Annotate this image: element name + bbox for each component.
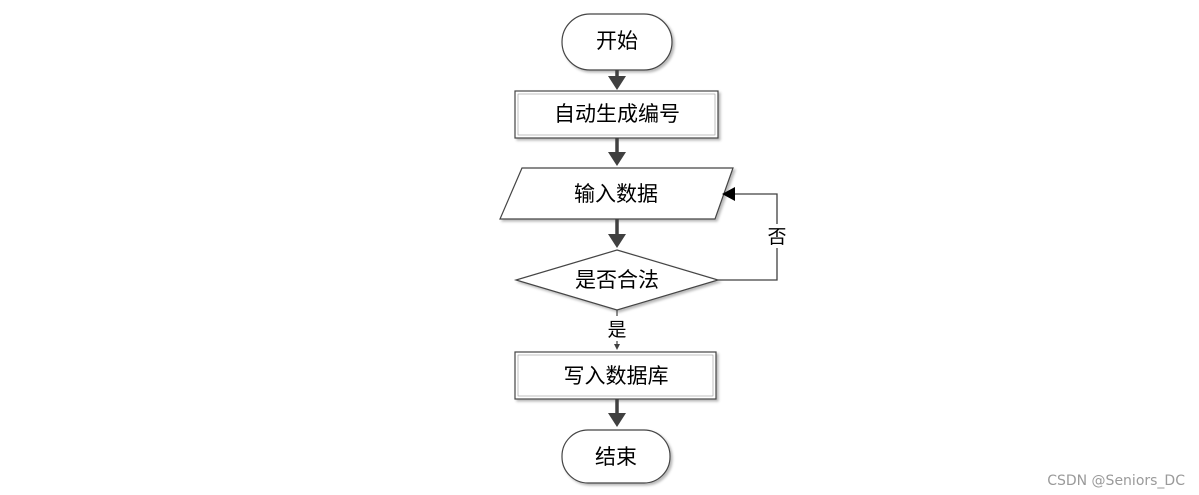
is-valid-node: 是否合法 (513, 249, 721, 311)
watermark: CSDN @Seniors_DC (1047, 473, 1185, 489)
auto-number-node: 自动生成编号 (514, 90, 719, 139)
arrow-no-branch: 否 (718, 187, 789, 281)
is-valid-label: 是否合法 (575, 268, 659, 292)
input-data-label: 输入数据 (574, 182, 658, 206)
arrow-yes-branch: 是 (604, 310, 630, 350)
end-node: 结束 (561, 429, 671, 484)
arrow-autonumber-to-input (608, 138, 626, 166)
arrow-writedb-to-end (608, 399, 626, 427)
write-db-label: 写入数据库 (564, 364, 669, 388)
auto-number-label: 自动生成编号 (554, 102, 680, 126)
start-label: 开始 (596, 29, 638, 53)
input-data-node: 输入数据 (499, 167, 734, 220)
start-node: 开始 (561, 13, 673, 71)
arrow-start-to-autonumber (608, 70, 626, 90)
write-db-node: 写入数据库 (514, 351, 717, 400)
no-label: 否 (767, 226, 786, 248)
yes-label: 是 (607, 319, 626, 341)
end-label: 结束 (595, 445, 637, 469)
arrow-input-to-decision (608, 219, 626, 248)
